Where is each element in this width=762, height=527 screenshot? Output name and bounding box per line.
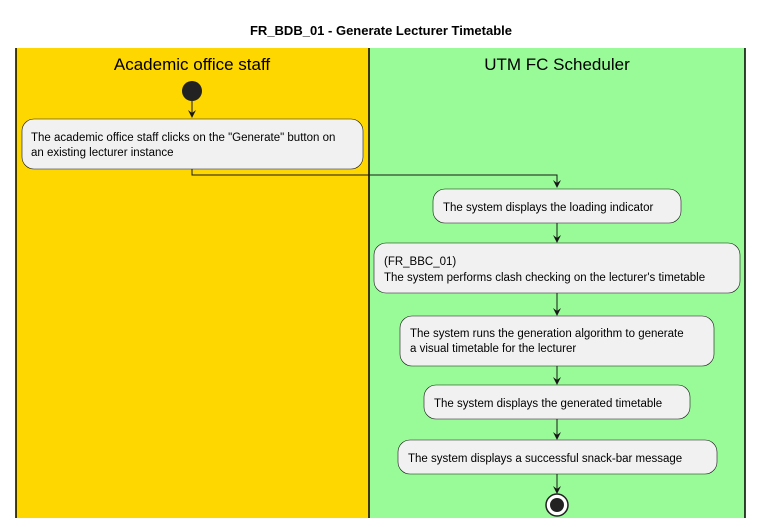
flow-arrowhead <box>553 180 561 188</box>
activity-line: The system displays the loading indicato… <box>443 202 653 214</box>
diagram-title: FR_BDB_01 - Generate Lecturer Timetable <box>250 23 512 38</box>
flow-edge <box>191 169 558 183</box>
activity-a1: The academic office staff clicks on the … <box>21 118 364 170</box>
activity-line: The system performs clash checking on th… <box>384 272 705 284</box>
flow-arrowhead <box>553 308 561 316</box>
activity-line: (FR_BBC_01) <box>384 256 456 268</box>
activity-a5: The system displays the generated timeta… <box>423 384 691 420</box>
end-node <box>545 493 569 517</box>
flow-arrowhead <box>553 235 561 243</box>
activity-line: an existing lecturer instance <box>31 147 174 159</box>
flow-arrowhead <box>553 486 561 494</box>
activity-line: The system displays the generated timeta… <box>434 398 662 410</box>
flow-arrowhead <box>553 377 561 385</box>
lane-title: UTM FC Scheduler <box>484 55 630 74</box>
lane-background <box>16 48 369 518</box>
activity-a4: The system runs the generation algorithm… <box>399 315 715 367</box>
activity-line: The system displays a successful snack-b… <box>408 453 682 465</box>
activity-line: The academic office staff clicks on the … <box>31 132 335 144</box>
activity-line: The system runs the generation algorithm… <box>410 328 684 340</box>
activity-a6: The system displays a successful snack-b… <box>397 439 718 475</box>
activity-a2: The system displays the loading indicato… <box>432 188 682 224</box>
lane-title: Academic office staff <box>114 55 271 74</box>
swimlane-academic-office-staff: Academic office staff <box>16 48 369 518</box>
activity-a3: (FR_BBC_01) The system performs clash ch… <box>373 242 741 294</box>
start-node <box>182 81 202 101</box>
flow-arrowhead <box>188 110 196 118</box>
flow-arrowhead <box>553 432 561 440</box>
activity-line: a visual timetable for the lecturer <box>410 343 576 355</box>
